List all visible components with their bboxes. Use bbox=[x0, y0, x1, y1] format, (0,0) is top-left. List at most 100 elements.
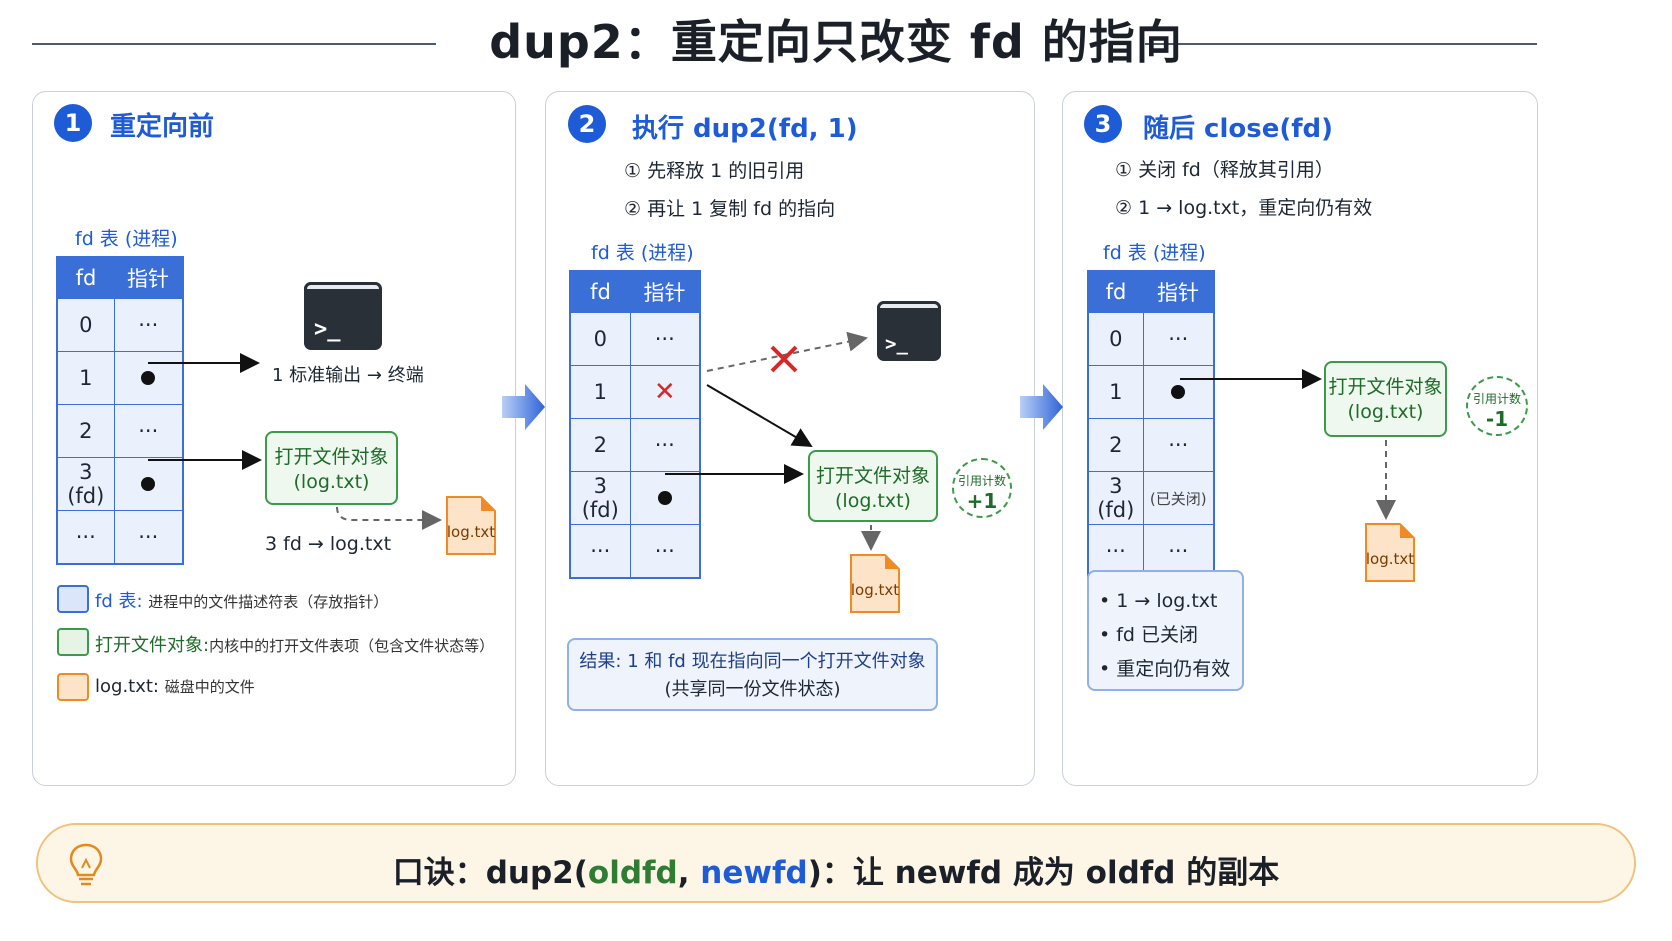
table-row: 0··· bbox=[1087, 312, 1215, 366]
summary-box: • 1 → log.txt • fd 已关闭 • 重定向仍有效 bbox=[1087, 570, 1244, 691]
table-row: 0··· bbox=[569, 312, 701, 366]
legend-desc: 磁盘中的文件 bbox=[164, 678, 255, 696]
tip-text: 口诀：dup2(oldfd, newfd)：让 newfd 成为 oldfd 的… bbox=[38, 847, 1634, 892]
legend-swatch-fd-table bbox=[57, 585, 89, 613]
cut-x-icon bbox=[770, 345, 798, 373]
panel1-table-caption: fd 表 (进程) bbox=[75, 228, 178, 250]
legend-fd-table: fd 表: 进程中的文件描述符表（存放指针） bbox=[95, 587, 388, 613]
pointer-dot-icon bbox=[141, 477, 156, 491]
open-file-label: 打开文件对象 bbox=[815, 465, 930, 487]
pointer-header: 指针 bbox=[1143, 271, 1214, 313]
fd-cell: 2 bbox=[569, 418, 631, 472]
fd-cell: 1 bbox=[56, 351, 115, 405]
legend-key: log.txt: bbox=[95, 676, 159, 697]
legend-key: 打开文件对象: bbox=[95, 635, 210, 656]
title-rule-right bbox=[1145, 43, 1537, 45]
step-number-1: 1 bbox=[54, 104, 92, 142]
refcount-badge: 引用计数+1 bbox=[952, 458, 1012, 518]
pointer-dot-icon bbox=[1171, 385, 1186, 399]
summary-item: • fd 已关闭 bbox=[1099, 624, 1199, 646]
tip-banner: 口诀：dup2(oldfd, newfd)：让 newfd 成为 oldfd 的… bbox=[36, 823, 1636, 903]
page-title: dup2：重定向只改变 fd 的指向 bbox=[489, 15, 1183, 69]
file-label: log.txt bbox=[446, 523, 496, 541]
table-row: ······ bbox=[56, 510, 184, 565]
file-icon: log.txt bbox=[849, 553, 901, 614]
refcount-badge: 引用计数-1 bbox=[1466, 376, 1528, 436]
panel3-title: 随后 close(fd) bbox=[1143, 114, 1334, 144]
fd-cell: 0 bbox=[569, 312, 631, 366]
panel2-step1: ① 先释放 1 的旧引用 bbox=[624, 160, 805, 182]
result-line1: 结果: 1 和 fd 现在指向同一个打开文件对象 bbox=[579, 651, 926, 672]
table-row: 2··· bbox=[1087, 418, 1215, 472]
open-file-filename: (log.txt) bbox=[293, 471, 370, 493]
tip-comma: , bbox=[677, 855, 701, 891]
table-row: 2··· bbox=[56, 404, 184, 458]
table-row: ······ bbox=[1087, 524, 1215, 579]
file-icon: log.txt bbox=[1364, 522, 1416, 583]
pointer-arrow bbox=[706, 384, 813, 448]
refcount-value: -1 bbox=[1485, 407, 1509, 431]
pointer-cell: ··· bbox=[629, 418, 701, 472]
table-row: 3 (fd) bbox=[56, 457, 184, 511]
step-number-2: 2 bbox=[568, 105, 606, 143]
legend-swatch-logfile bbox=[57, 673, 89, 701]
legend-desc: 进程中的文件描述符表（存放指针） bbox=[148, 593, 389, 611]
step-number-3: 3 bbox=[1084, 105, 1122, 143]
terminal-icon: >_ bbox=[877, 301, 941, 361]
pointer-cell bbox=[113, 457, 184, 511]
title-rule-left bbox=[32, 43, 436, 45]
pointer-cell: ··· bbox=[629, 312, 701, 366]
legend-open-file: 打开文件对象:内核中的打开文件表项（包含文件状态等） bbox=[95, 631, 494, 657]
file-label: log.txt bbox=[850, 581, 900, 599]
pointer-cell bbox=[629, 471, 701, 525]
panel3-table-caption: fd 表 (进程) bbox=[1103, 242, 1206, 264]
open-file-filename: (log.txt) bbox=[835, 490, 911, 512]
legend-swatch-open-file bbox=[57, 628, 89, 656]
open-file-label: 打开文件对象 bbox=[1328, 376, 1443, 398]
tip-newfd: newfd bbox=[700, 855, 808, 891]
file-label: log.txt bbox=[1365, 550, 1415, 568]
pointer-cell: ··· bbox=[113, 510, 184, 565]
refcount-label: 引用计数 bbox=[957, 474, 1006, 488]
refcount-value: +1 bbox=[966, 489, 998, 513]
result-line2: (共享同一份文件状态) bbox=[664, 679, 841, 700]
open-file-object: 打开文件对象 (log.txt) bbox=[808, 450, 938, 522]
legend-logfile: log.txt: 磁盘中的文件 bbox=[95, 676, 255, 697]
pointer-cell: ··· bbox=[1142, 312, 1215, 366]
open-file-label: 打开文件对象 bbox=[274, 446, 389, 468]
panel2-step2: ② 再让 1 复制 fd 的指向 bbox=[624, 198, 836, 220]
dashed-arrow bbox=[336, 506, 442, 530]
tip-suffix: )：让 newfd 成为 oldfd 的副本 bbox=[807, 855, 1280, 891]
pointer-cell: (已关闭) bbox=[1142, 471, 1215, 525]
fd-header: fd bbox=[570, 271, 630, 313]
fd-to-log-label: 3 fd → log.txt bbox=[265, 533, 392, 555]
fd-cell: 3 (fd) bbox=[1087, 471, 1144, 525]
panel3-step2: ② 1 → log.txt，重定向仍有效 bbox=[1115, 197, 1373, 219]
released-x-icon: ✕ bbox=[653, 377, 676, 407]
table-row: 0··· bbox=[56, 298, 184, 352]
panel1-title: 重定向前 bbox=[110, 112, 215, 142]
table-row: 3 (fd)(已关闭) bbox=[1087, 471, 1215, 525]
pointer-cell: ··· bbox=[1142, 524, 1215, 579]
pointer-dot-icon bbox=[657, 491, 672, 505]
pointer-cell bbox=[1142, 365, 1215, 419]
fd-cell: 2 bbox=[56, 404, 115, 458]
fd-header: fd bbox=[57, 257, 114, 299]
open-file-object: 打开文件对象 (log.txt) bbox=[265, 431, 398, 505]
table-row: 3 (fd) bbox=[569, 471, 701, 525]
summary-item: • 1 → log.txt bbox=[1099, 590, 1218, 612]
lightbulb-icon bbox=[69, 843, 103, 886]
fd-cell: 0 bbox=[56, 298, 115, 352]
next-step-arrow-icon bbox=[1020, 384, 1063, 430]
fd-cell: 3 (fd) bbox=[56, 457, 115, 511]
next-step-arrow-icon bbox=[502, 384, 545, 430]
refcount-label: 引用计数 bbox=[1472, 392, 1521, 406]
pointer-header: 指针 bbox=[114, 257, 183, 299]
panel2-table-caption: fd 表 (进程) bbox=[591, 242, 694, 264]
panel3-step1: ① 关闭 fd（释放其引用） bbox=[1115, 159, 1334, 181]
pointer-cell: ··· bbox=[113, 298, 184, 352]
